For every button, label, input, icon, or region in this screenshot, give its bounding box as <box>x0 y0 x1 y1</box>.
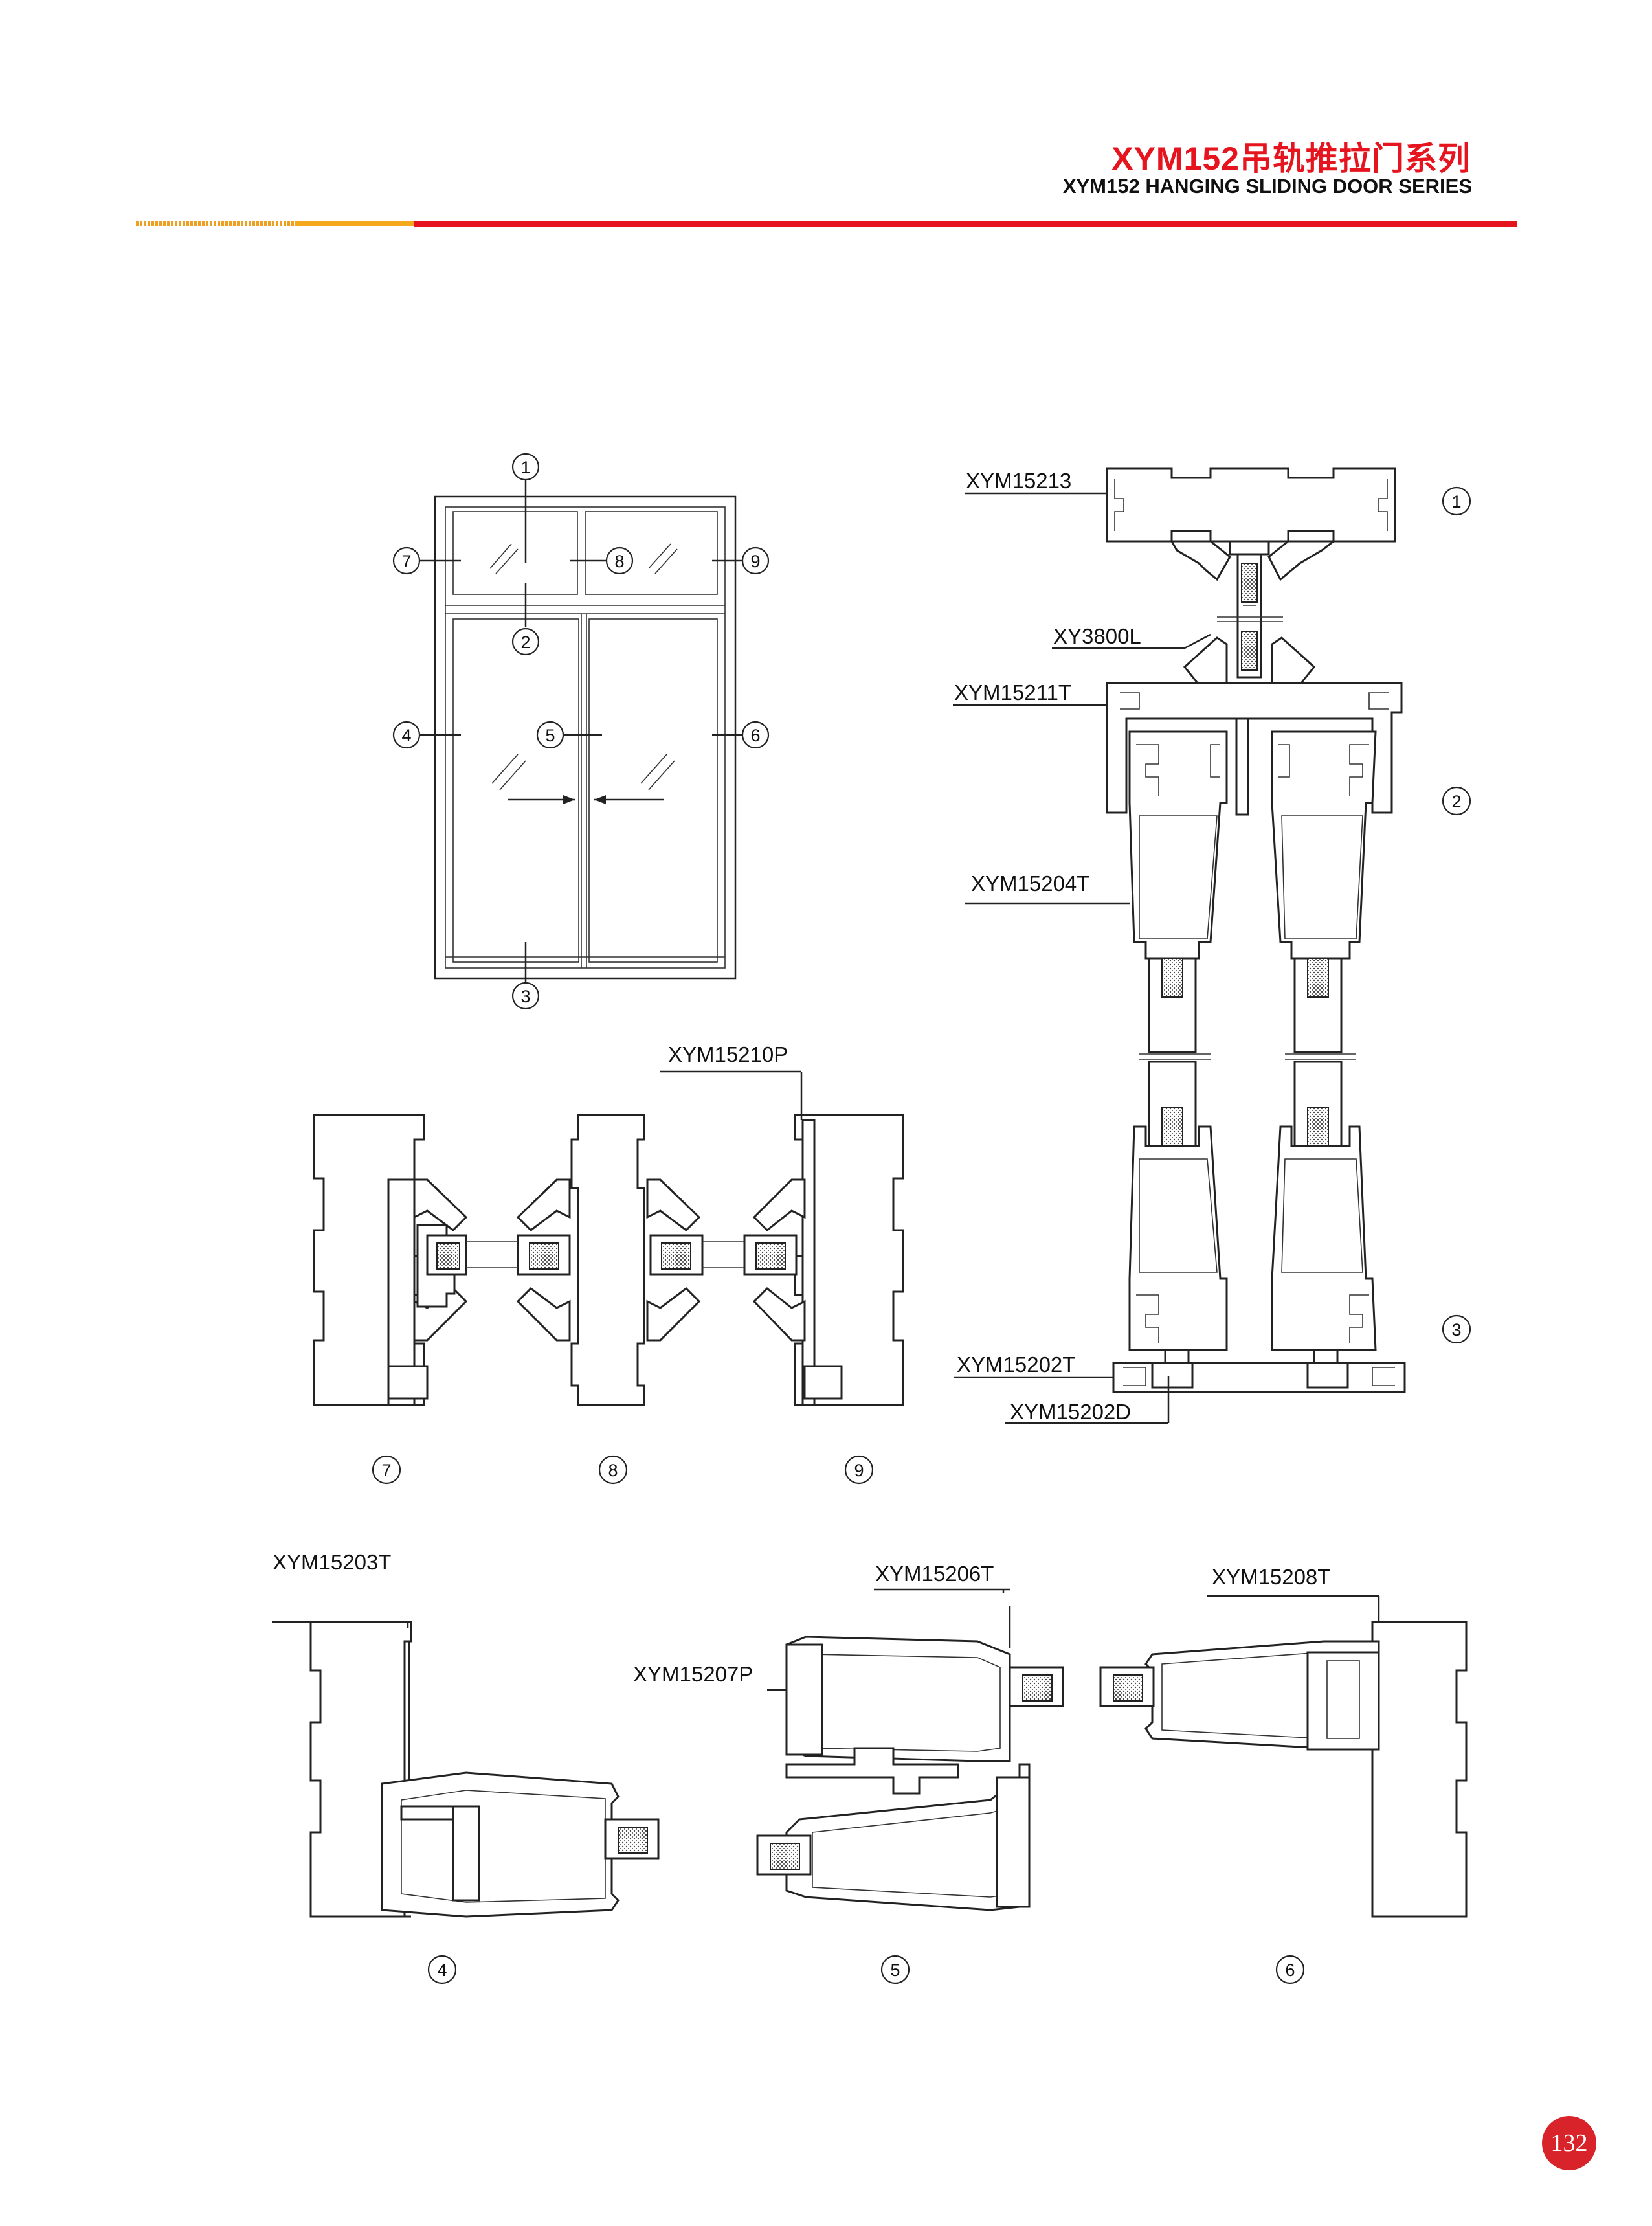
marker-1: 1 <box>520 458 530 477</box>
section-marker-2: 2 <box>1451 792 1461 811</box>
section-4 <box>309 1621 660 1918</box>
label-xym15202t: XYM15202T <box>957 1353 1075 1377</box>
section-5 <box>756 1588 1064 1911</box>
sliding-direction-arrows <box>508 795 664 804</box>
label-xym15208t: XYM15208T <box>1212 1565 1330 1589</box>
label-xym15211t: XYM15211T <box>954 680 1071 704</box>
marker-9: 9 <box>750 552 760 571</box>
section-label-7: 7 <box>381 1461 391 1480</box>
label-xy3800l: XY3800L <box>1053 624 1141 648</box>
glass-hatch <box>489 543 678 791</box>
label-xym15204t: XYM15204T <box>971 871 1089 895</box>
section-marker-3: 3 <box>1451 1320 1461 1340</box>
section-marker-1: 1 <box>1451 492 1461 512</box>
section-6 <box>1099 1595 1468 1918</box>
vertical-section <box>1106 467 1406 1393</box>
header-rule-orange <box>295 221 414 226</box>
label-xym15203t: XYM15203T <box>273 1550 391 1574</box>
page-number-badge: 132 <box>1542 2116 1596 2170</box>
series-title-en: XYM152 HANGING SLIDING DOOR SERIES <box>1062 175 1472 197</box>
elevation-markers: 1 2 3 4 5 6 7 8 9 <box>392 453 770 1010</box>
marker-8: 8 <box>614 552 624 571</box>
label-xym15210p: XYM15210P <box>668 1042 788 1066</box>
section-label-6: 6 <box>1285 1961 1295 1980</box>
section-label-4: 4 <box>437 1961 447 1980</box>
section-label-9: 9 <box>854 1461 864 1480</box>
bottom-leaders <box>272 1621 409 1628</box>
vertical-section-leaders <box>953 492 1211 1424</box>
marker-5: 5 <box>545 726 555 745</box>
door-elevation <box>418 480 744 985</box>
marker-2: 2 <box>520 633 530 652</box>
marker-6: 6 <box>750 726 760 745</box>
label-xym15207p: XYM15207P <box>633 1662 753 1686</box>
label-xym15213: XYM15213 <box>966 469 1071 493</box>
marker-3: 3 <box>520 987 530 1006</box>
section-7 <box>313 1114 492 1406</box>
marker-7: 7 <box>401 552 411 571</box>
label-xym15202d: XYM15202D <box>1010 1400 1131 1424</box>
header-rule-red <box>414 221 1517 227</box>
section-label-5: 5 <box>890 1961 900 1980</box>
section-9 <box>660 1070 904 1406</box>
header-rule-dashed <box>136 221 295 226</box>
elevation-leaders <box>418 480 744 985</box>
label-xym15206t: XYM15206T <box>875 1562 994 1586</box>
section-label-8: 8 <box>608 1461 618 1480</box>
marker-4: 4 <box>401 726 411 745</box>
series-title-cn: XYM152吊轨推拉门系列 <box>1111 141 1471 177</box>
section-8 <box>492 1114 731 1406</box>
